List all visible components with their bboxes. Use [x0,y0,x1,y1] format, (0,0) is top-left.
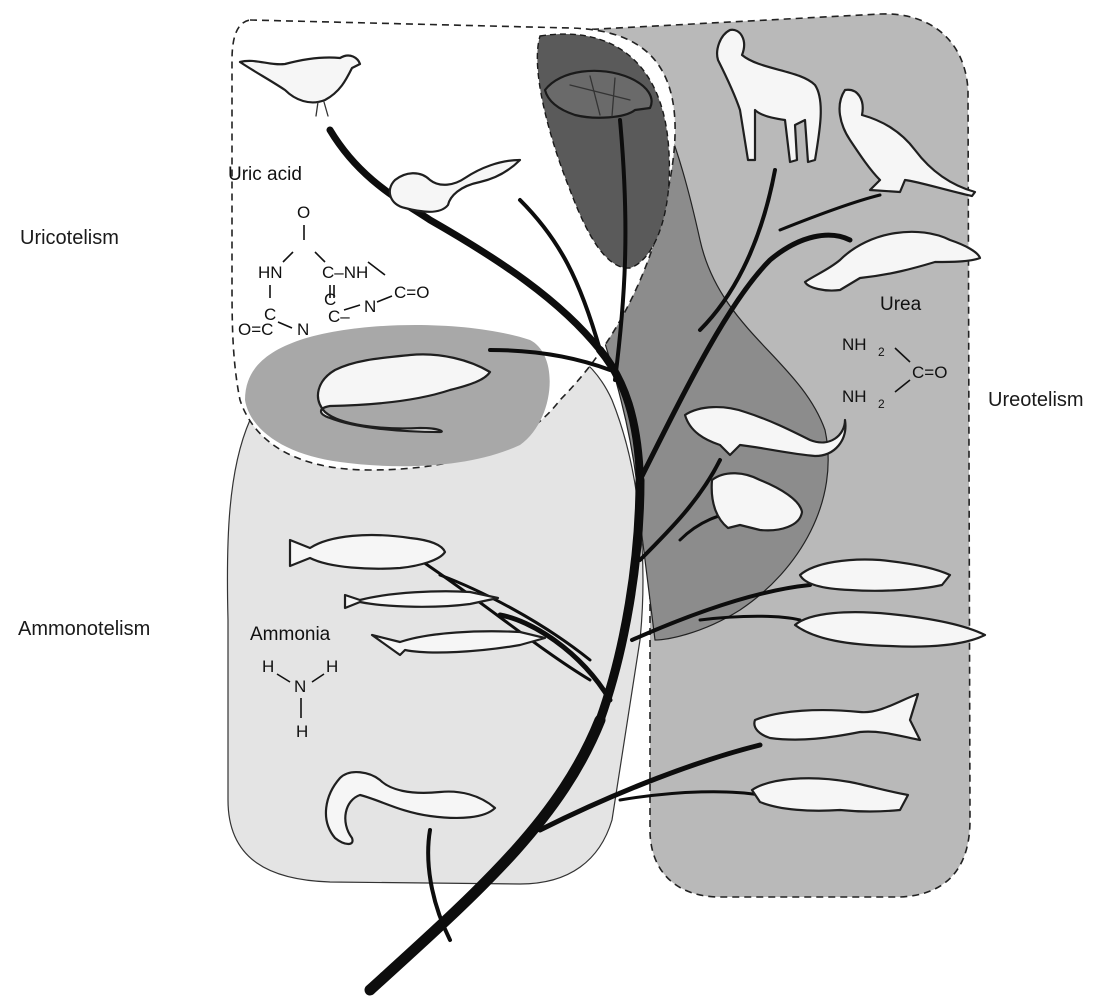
uric-acid-atom: C–NH [322,263,368,282]
uric-acid-atom: O=C [238,320,273,339]
urea-subscript: 2 [878,345,885,359]
ammonia-atom: H [262,657,274,676]
urea-atom: NH [842,335,867,354]
urea-title: Urea [880,294,922,315]
uric-acid-atom: O [297,203,310,222]
uric-acid-atom: C=O [394,283,429,302]
ammonia-atom: N [294,677,306,696]
urea-atom: C=O [912,363,947,382]
uric-acid-atom: N [297,320,309,339]
uric-acid-atom: N [364,297,376,316]
urea-atom: NH [842,387,867,406]
urea-subscript: 2 [878,397,885,411]
ammonia-title: Ammonia [250,624,331,645]
uric-acid-atom: HN [258,263,283,282]
ammonia-atom: H [296,722,308,741]
uric-acid-title: Uric acid [228,164,302,185]
ammonia-atom: H [326,657,338,676]
